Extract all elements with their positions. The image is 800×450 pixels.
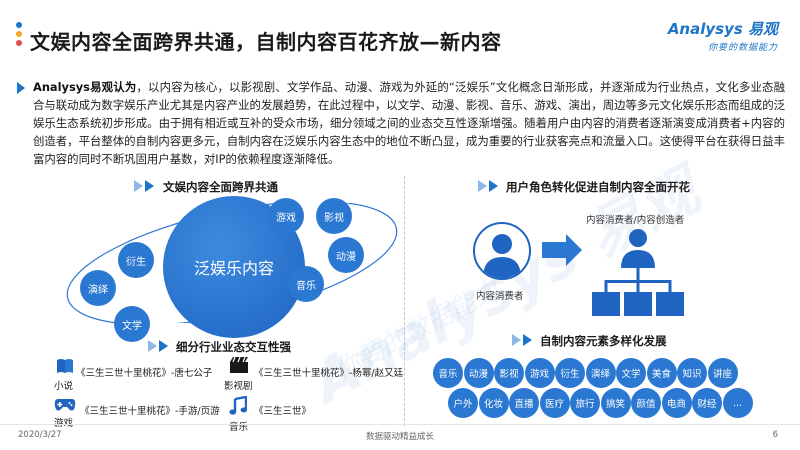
logo-brand: Analysys 易观: [667, 20, 778, 38]
page-title: 文娱内容全面跨界共通，自制内容百花齐放—新内容: [30, 30, 502, 54]
consumer-label: 内容消费者: [476, 291, 524, 302]
example-text-film: 《三生三世十里桃花》-杨幂/赵又廷: [254, 368, 404, 379]
section-title-diversified: 自制内容元素多样化发展: [540, 334, 667, 348]
content-tag: 游戏: [524, 358, 555, 388]
consumer-avatar: [473, 222, 531, 280]
user-icon: [483, 234, 521, 278]
satellite-anime: 动漫: [328, 237, 364, 273]
book-icon: [57, 359, 73, 373]
content-tag: 医疗: [539, 388, 570, 418]
transform-arrow-icon: [542, 234, 582, 266]
page-number: 6: [772, 430, 778, 440]
footer-date: 2020/3/27: [18, 430, 62, 440]
header-dot-blue: [16, 22, 22, 28]
example-label-novel: 小说: [54, 381, 74, 392]
content-tag: 动漫: [463, 358, 494, 388]
header-dot-orange: [16, 31, 22, 37]
content-tag: 知识: [677, 358, 707, 388]
content-tag: 直播: [509, 388, 539, 418]
satellite-music: 音乐: [288, 266, 324, 302]
example-label-film: 影视剧: [224, 381, 253, 392]
footer-slogan: 数据驱动精益成长: [366, 432, 435, 442]
film-icon: [230, 356, 248, 373]
pan-entertainment-label: 泛娱乐内容: [193, 259, 274, 278]
content-tag: 音乐: [433, 358, 463, 388]
section-title-interaction: 细分行业业态交互性强: [176, 340, 291, 354]
satellite-performance: 演绎: [80, 270, 116, 306]
content-tag: 演绎: [585, 358, 616, 388]
analysys-logo: Analysys 易观 你要的数据能力: [648, 18, 778, 58]
section-arrow-icon: [512, 334, 521, 346]
vertical-divider: [404, 176, 405, 426]
satellite-film: 影视: [316, 198, 352, 234]
gamepad-icon: [54, 399, 76, 411]
section-arrow-icon: [523, 334, 532, 346]
footer-divider: [0, 424, 800, 425]
section-arrow-icon: [489, 180, 498, 192]
section-arrow-icon: [145, 180, 154, 192]
content-tag: 讲座: [707, 358, 738, 388]
content-tag: 化妆: [478, 388, 509, 418]
creator-label: 内容消费者/内容创造者: [586, 215, 685, 226]
section-arrow-icon: [478, 180, 487, 192]
intro-body: ，以内容为核心，以影视剧、文学作品、动漫、游戏为外延的“泛娱乐”文化概念日渐形成…: [33, 80, 785, 166]
logo-slogan: 你要的数据能力: [707, 43, 778, 53]
section-title-crossover: 文娱内容全面跨界共通: [163, 180, 278, 194]
example-label-music: 音乐: [229, 422, 249, 433]
content-tag: 美食: [646, 358, 677, 388]
satellite-game: 游戏: [268, 198, 304, 234]
section-arrow-icon: [134, 180, 143, 192]
section-arrow-icon: [159, 340, 168, 352]
content-tag: 旅行: [570, 388, 600, 418]
example-text-novel: 《三生三世十里桃花》-唐七公子: [76, 368, 213, 379]
content-tag: 文学: [616, 358, 646, 388]
content-tag: 搞笑: [600, 388, 631, 418]
satellite-derivative: 衍生: [118, 242, 154, 278]
content-tag: 衍生: [555, 358, 585, 388]
content-tag: 影视: [494, 358, 524, 388]
content-tag: 颜值: [631, 388, 661, 418]
section-arrow-icon: [148, 340, 157, 352]
content-tag: ...: [722, 388, 753, 418]
content-tag: 电商: [661, 388, 692, 418]
example-text-music: 《三生三世》: [254, 406, 312, 417]
example-text-game: 《三生三世十里桃花》-手游/页游: [80, 406, 220, 417]
hierarchy-user-icon: [592, 229, 684, 316]
intro-paragraph: Analysys易观认为，以内容为核心，以影视剧、文学作品、动漫、游戏为外延的“…: [33, 78, 785, 168]
intro-lead: Analysys易观认为: [33, 80, 137, 94]
section-title-user-role: 用户角色转化促进自制内容全面开花: [506, 180, 690, 194]
content-tag: 财经: [692, 388, 722, 418]
header-dots: [16, 22, 22, 49]
intro-marker-icon: [17, 82, 25, 94]
content-tag: 户外: [448, 388, 478, 418]
header-dot-red: [16, 40, 22, 46]
music-icon: [229, 396, 247, 415]
satellite-literature: 文学: [114, 306, 150, 342]
example-label-game: 游戏: [54, 415, 73, 429]
